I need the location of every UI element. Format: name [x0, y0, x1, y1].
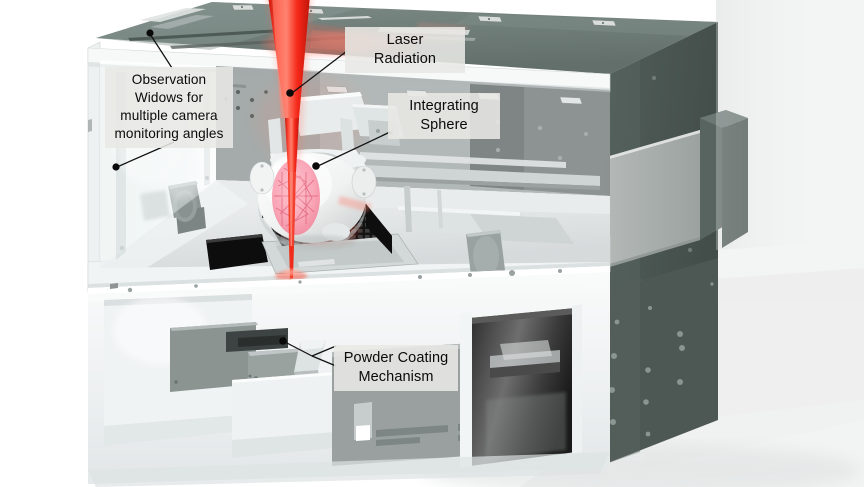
leader-dot-sphere	[312, 162, 320, 170]
callout-laser-radiation: Laser Radiation	[345, 27, 465, 74]
lower-cabinet	[88, 266, 610, 487]
leader-dot-powder	[279, 337, 287, 345]
leader-dot-observation-top	[146, 29, 154, 37]
callout-observation-windows: Observation Widows for multiple camera m…	[105, 67, 233, 149]
leader-laser	[291, 50, 348, 94]
leader-sphere	[317, 131, 391, 167]
leader-dot-observation-bottom	[112, 163, 120, 171]
leader-powder-b	[311, 345, 337, 357]
right-bracket	[466, 230, 506, 284]
printed-part-mesh	[272, 159, 320, 235]
annotation-leaders	[112, 29, 391, 367]
leader-powder-c	[311, 355, 337, 367]
leader-powder-a	[284, 341, 313, 357]
callout-powder-coating-mechanism: Powder Coating Mechanism	[334, 345, 458, 392]
leader-dot-laser	[286, 89, 294, 97]
callout-integrating-sphere: Integrating Sphere	[388, 93, 500, 140]
leader-observation-top	[149, 33, 173, 69]
